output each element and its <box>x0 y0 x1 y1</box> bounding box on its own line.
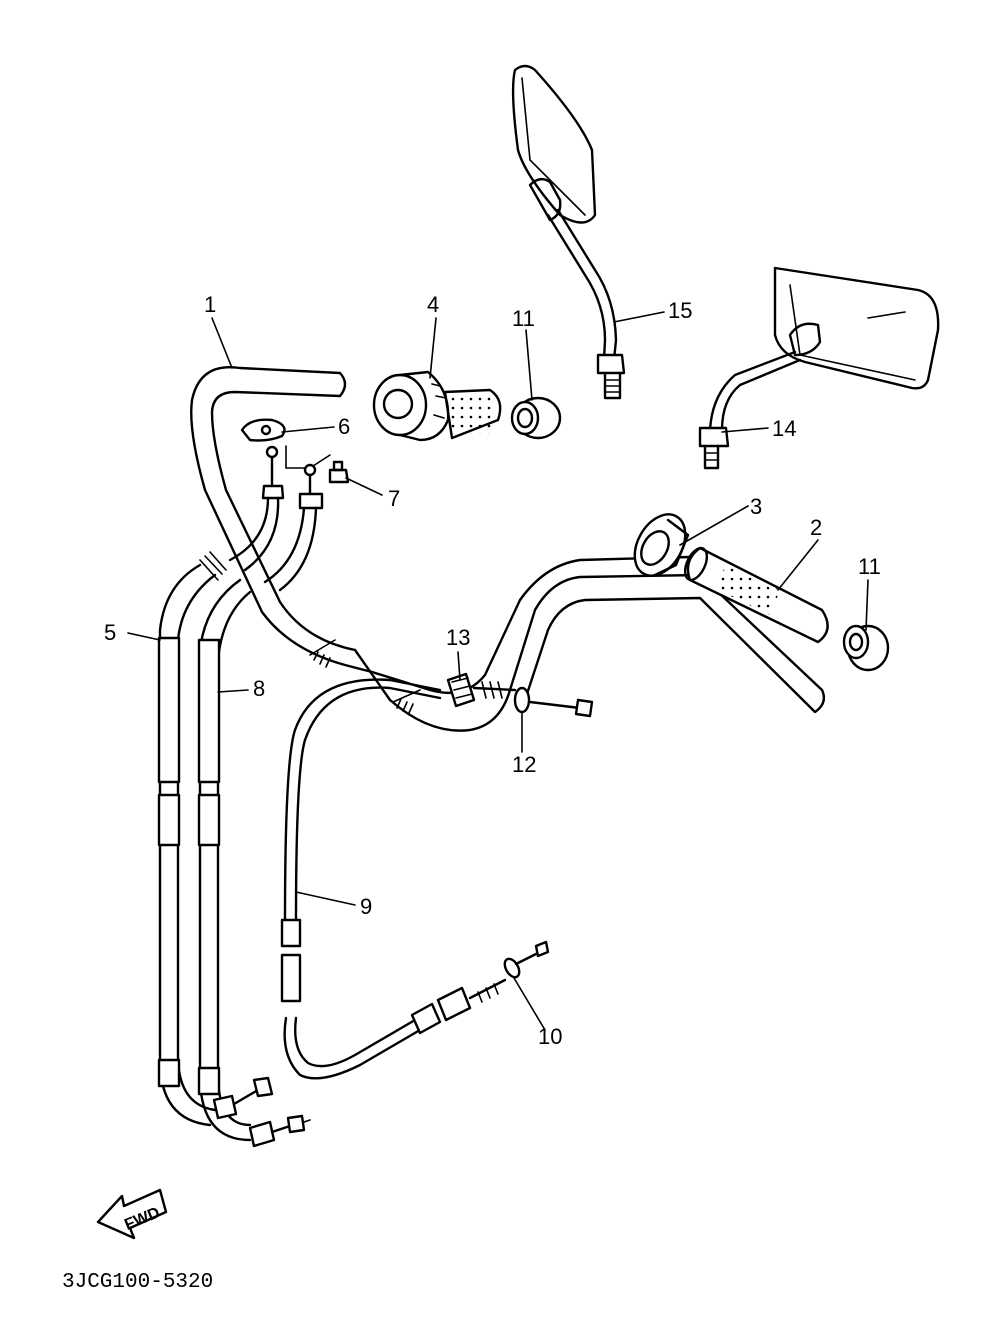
callout-8: 8 <box>253 676 265 701</box>
callout-1: 1 <box>204 292 216 317</box>
callout-2: 2 <box>810 515 822 540</box>
callout-14: 14 <box>772 416 796 441</box>
callout-13: 13 <box>446 625 470 650</box>
callout-7: 7 <box>388 486 400 511</box>
cable-ends-left <box>212 1076 311 1148</box>
mirror-right <box>698 266 940 470</box>
grip-end-right <box>842 624 890 672</box>
forward-direction-arrow: FWD <box>96 1188 168 1240</box>
grip-end-left <box>510 396 562 440</box>
callout-5: 5 <box>104 620 116 645</box>
handlebar <box>190 366 826 732</box>
callout-11-left: 11 <box>512 306 535 331</box>
leader-lines <box>127 311 869 1031</box>
callout-12: 12 <box>512 752 536 777</box>
switch-leads <box>228 445 324 592</box>
callout-9: 9 <box>360 894 372 919</box>
cable-8 <box>197 578 252 1142</box>
figure-code: 3JCG100-5320 <box>62 1271 213 1294</box>
callout-3: 3 <box>750 494 762 519</box>
cable-5 <box>157 551 227 1127</box>
right-grip <box>683 546 829 644</box>
callout-15: 15 <box>668 298 692 323</box>
left-grip-assembly <box>372 370 502 442</box>
callout-6: 6 <box>338 414 350 439</box>
mirror-left <box>511 64 626 400</box>
callout-11-right: 11 <box>858 554 881 579</box>
throttle-collar <box>633 513 690 577</box>
screw <box>328 460 350 484</box>
callout-10: 10 <box>538 1024 562 1049</box>
throttle-cable <box>280 678 550 1080</box>
clamp-plate <box>240 418 331 469</box>
callout-4: 4 <box>427 292 439 317</box>
throttle-adjuster <box>446 672 594 718</box>
